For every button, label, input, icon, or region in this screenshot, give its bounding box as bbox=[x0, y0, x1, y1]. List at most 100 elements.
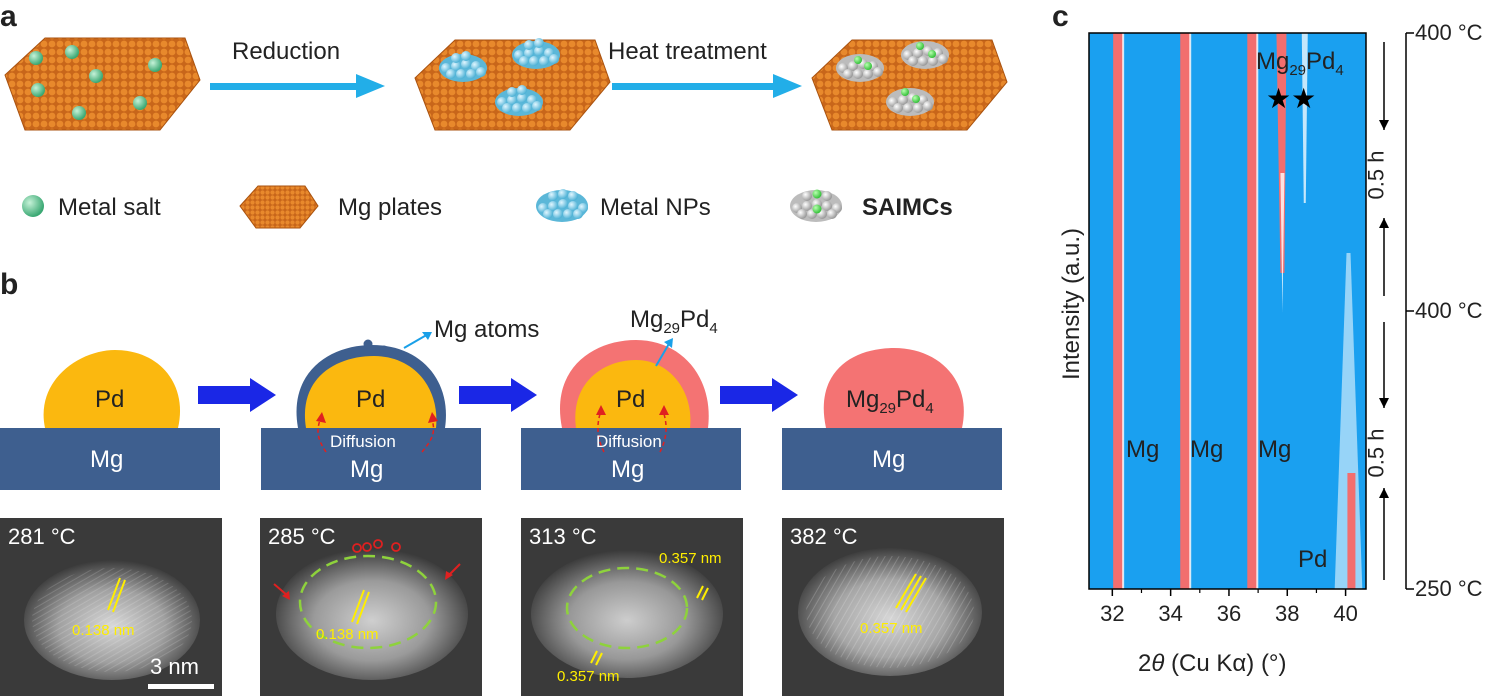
metal-salt-icon bbox=[22, 195, 44, 217]
diffusion-label-3: Diffusion bbox=[596, 432, 662, 451]
phase-star-markers: ★★ bbox=[1266, 83, 1317, 114]
sub-29: 29 bbox=[663, 319, 681, 337]
peak-label-mg-1: Mg bbox=[1126, 436, 1160, 463]
mg-plate-1 bbox=[4, 37, 201, 131]
panel-label-c: c bbox=[1052, 0, 1069, 33]
mg-peak-edge-2 bbox=[1189, 33, 1192, 589]
mg-peak-band-1 bbox=[1113, 33, 1124, 589]
mg-peak-edge-1 bbox=[1122, 33, 1125, 589]
diffusion-arrows-2 bbox=[317, 419, 435, 453]
x-tick-label-34: 34 bbox=[1158, 601, 1182, 626]
peak-label-mg-3: Mg bbox=[1258, 436, 1292, 463]
pd-label-2: Pd bbox=[356, 386, 386, 413]
pd-label-3: Pd bbox=[616, 386, 646, 413]
sub-4: 4 bbox=[925, 399, 934, 417]
y-axis-label: Intensity (a.u.) bbox=[1058, 227, 1085, 381]
panel-b-graphics bbox=[0, 332, 1002, 490]
phase-label-mg29pd4: Mg29Pd4 bbox=[1256, 48, 1344, 79]
sub-29: 29 bbox=[879, 399, 897, 417]
peak-label-mg-2: Mg bbox=[1190, 436, 1224, 463]
mg-plate-3 bbox=[811, 39, 1008, 131]
reduction-label: Reduction bbox=[232, 38, 341, 65]
lattice-label-382: 0.357 nm bbox=[860, 620, 923, 637]
legend-metal-salt: Metal salt bbox=[58, 194, 161, 221]
time-arrow-up-2-head bbox=[1379, 488, 1389, 498]
x-tick-label-36: 36 bbox=[1217, 601, 1241, 626]
diffusion-arrows-3 bbox=[597, 413, 667, 453]
x-tick-label-38: 38 bbox=[1275, 601, 1299, 626]
theta-symbol: θ bbox=[1151, 650, 1165, 677]
mg-label-1: Mg bbox=[90, 446, 124, 473]
pd-peak-glow bbox=[1334, 253, 1363, 589]
pd-particle-2 bbox=[304, 356, 437, 428]
mg-plate-icon bbox=[239, 185, 319, 229]
mg-substrate-1 bbox=[0, 428, 220, 490]
mg29pd4-label-3: Mg29Pd4 bbox=[630, 306, 718, 337]
panel-label-b: b bbox=[0, 268, 19, 301]
lattice-label-313b: 0.357 nm bbox=[557, 668, 620, 685]
time-arrow-down-2-head bbox=[1379, 398, 1389, 408]
time-label-1: 0.5 h bbox=[1363, 150, 1389, 200]
mg-atoms-label: Mg atoms bbox=[434, 316, 540, 343]
tem-temp-313: 313 °C bbox=[529, 524, 597, 549]
legend-metal-nps: Metal NPs bbox=[600, 194, 711, 221]
time-arrow-down-1-head bbox=[1379, 120, 1389, 130]
mg-atoms-dots bbox=[363, 339, 420, 369]
tem-image-281: 281 °C 0.138 nm 3 nm bbox=[0, 518, 222, 696]
reduction-arrow bbox=[210, 74, 385, 98]
time-label-2: 0.5 h bbox=[1363, 428, 1389, 478]
mg-peak-edge-3 bbox=[1256, 33, 1259, 589]
panel-a-graphics bbox=[4, 37, 1008, 229]
right-temp-bottom: 250 °C bbox=[1415, 576, 1483, 601]
x-axis-label-post: (Cu Kα) (°) bbox=[1164, 650, 1287, 677]
tem-temp-281: 281 °C bbox=[8, 524, 76, 549]
stage-arrow-2 bbox=[459, 378, 537, 412]
mg29pd4-particle bbox=[823, 348, 964, 428]
mg-label-4: Mg bbox=[872, 446, 906, 473]
x-axis-label: 2θ (Cu Kα) (°) bbox=[1138, 650, 1287, 678]
legend-saimcs: SAIMCs bbox=[862, 194, 953, 221]
x-tick-label-32: 32 bbox=[1100, 601, 1124, 626]
stage-arrow-1 bbox=[198, 378, 276, 412]
metal-np-icon bbox=[536, 189, 588, 222]
mg-substrate-3 bbox=[521, 428, 741, 490]
lattice-label-313a: 0.357 nm bbox=[659, 550, 722, 567]
mg29-text: Mg bbox=[846, 386, 880, 413]
x-tick-label-40: 40 bbox=[1333, 601, 1357, 626]
mg29pd4-label-4: Mg29Pd4 bbox=[846, 386, 934, 417]
mg-peak-band-3 bbox=[1247, 33, 1258, 589]
mg29-text: Mg bbox=[630, 306, 664, 333]
right-temp-top: 400 °C bbox=[1415, 20, 1483, 45]
mg-label-3: Mg bbox=[611, 456, 645, 483]
lattice-label-285: 0.138 nm bbox=[316, 626, 379, 643]
heat-treatment-arrow bbox=[612, 74, 802, 98]
mg29pd4-peak-tail bbox=[1280, 173, 1285, 313]
pd-particle-1 bbox=[43, 350, 181, 428]
stage-arrow-3 bbox=[720, 378, 798, 412]
peak-label-pd: Pd bbox=[1298, 546, 1328, 573]
sub-4: 4 bbox=[709, 319, 718, 337]
pd4-text: Pd bbox=[896, 386, 926, 413]
saimc-icon bbox=[790, 189, 842, 222]
tem-image-382: 382 °C 0.357 nm bbox=[782, 518, 1004, 696]
scale-bar-label: 3 nm bbox=[150, 654, 199, 679]
legend-mg-plates: Mg plates bbox=[338, 194, 443, 221]
mg-substrate-4 bbox=[782, 428, 1002, 490]
tem-image-313: 313 °C 0.357 nm 0.357 nm bbox=[521, 518, 743, 696]
right-temp-mid: 400 °C bbox=[1415, 298, 1483, 323]
time-arrow-up-1-head bbox=[1379, 218, 1389, 228]
panel-label-a: a bbox=[0, 0, 17, 33]
tem-temp-285: 285 °C bbox=[268, 524, 336, 549]
diffusion-label-2: Diffusion bbox=[330, 432, 396, 451]
tem-temp-382: 382 °C bbox=[790, 524, 858, 549]
pd-label-1: Pd bbox=[95, 386, 125, 413]
tem-image-285: 285 °C 0.138 nm bbox=[260, 518, 482, 696]
mg-peak-band-2 bbox=[1180, 33, 1191, 589]
x-axis-label-pre: 2 bbox=[1138, 650, 1152, 677]
lattice-label-281: 0.138 nm bbox=[72, 622, 135, 639]
heat-treatment-label: Heat treatment bbox=[608, 38, 767, 65]
pd4-text: Pd bbox=[680, 306, 710, 333]
mg-label-2: Mg bbox=[350, 456, 384, 483]
mg-plate-2 bbox=[414, 38, 611, 131]
mg-substrate-2 bbox=[261, 428, 481, 490]
